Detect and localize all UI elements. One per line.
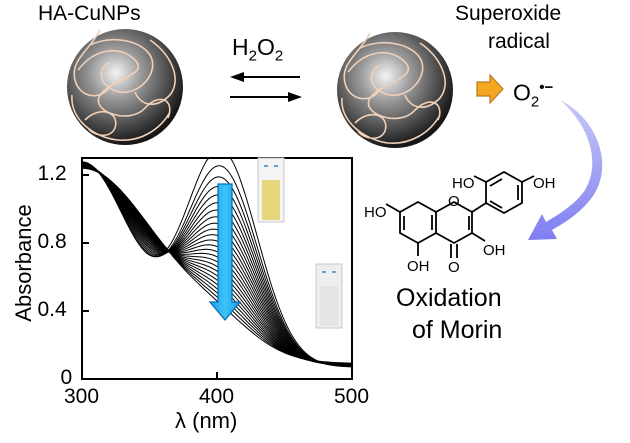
y-tick-label: 1.2 bbox=[37, 162, 67, 185]
x-tick-label: 500 bbox=[334, 385, 370, 408]
spectrum-line bbox=[81, 157, 353, 368]
radical-label-line-2: radical bbox=[488, 30, 550, 53]
reagent-sub-2: 2 bbox=[274, 47, 284, 65]
y-axis-label: Absorbance bbox=[11, 204, 36, 322]
orange-arrow bbox=[476, 73, 504, 105]
y-tick-label: 0.4 bbox=[37, 298, 67, 321]
equilibrium-arrows bbox=[230, 72, 302, 102]
reagent-label: H2O2 bbox=[232, 34, 283, 65]
atom-oh-bottom: OH bbox=[407, 258, 430, 275]
y-axis-ticks bbox=[82, 174, 89, 380]
curved-arrow bbox=[528, 100, 603, 240]
superoxide-charge: •− bbox=[539, 79, 554, 96]
x-tick-label: 300 bbox=[64, 385, 100, 408]
atom-oh-top-left: HO bbox=[452, 175, 475, 192]
superoxide-o: O bbox=[513, 79, 531, 106]
x-axis-label: λ (nm) bbox=[175, 408, 238, 433]
reagent-sub-1: 2 bbox=[248, 47, 257, 65]
absorbance-plot bbox=[81, 157, 353, 380]
spectrum-line bbox=[81, 167, 353, 364]
spectra-curves bbox=[81, 157, 353, 368]
atom-oh-left: HO bbox=[364, 204, 387, 221]
reagent-o: O bbox=[256, 34, 275, 60]
atom-oh-right: OH bbox=[483, 242, 506, 259]
y-tick-label: 0 bbox=[60, 366, 73, 389]
nanoparticle-right bbox=[337, 32, 453, 148]
cuvette-clear bbox=[315, 263, 343, 329]
nanoparticle-label: HA-CuNPs bbox=[38, 2, 141, 25]
radical-label-line-1: Superoxide bbox=[455, 2, 562, 25]
polymer-strands-right bbox=[341, 32, 446, 144]
polymer-strands-left bbox=[71, 29, 176, 141]
atom-ketone-o: O bbox=[448, 259, 460, 276]
reagent-h: H bbox=[232, 34, 249, 60]
atom-oh-top-right: OH bbox=[533, 175, 556, 192]
superoxide-sub: 2 bbox=[530, 93, 540, 111]
superoxide-formula: O2•− bbox=[513, 79, 553, 110]
y-tick-label: 0.8 bbox=[37, 230, 67, 253]
caption-line-1: Oxidation bbox=[396, 284, 502, 312]
plot-frame bbox=[81, 157, 353, 380]
morin-structure bbox=[385, 170, 535, 258]
decrease-arrow bbox=[208, 183, 242, 322]
x-axis-ticks bbox=[81, 372, 353, 379]
spectrum-line bbox=[81, 165, 353, 365]
cuvette-yellow bbox=[257, 157, 285, 223]
caption-line-2: of Morin bbox=[412, 316, 503, 344]
x-tick-label: 400 bbox=[199, 385, 235, 408]
nanoparticle-left bbox=[67, 29, 183, 145]
atom-ring-o: O bbox=[448, 193, 460, 210]
